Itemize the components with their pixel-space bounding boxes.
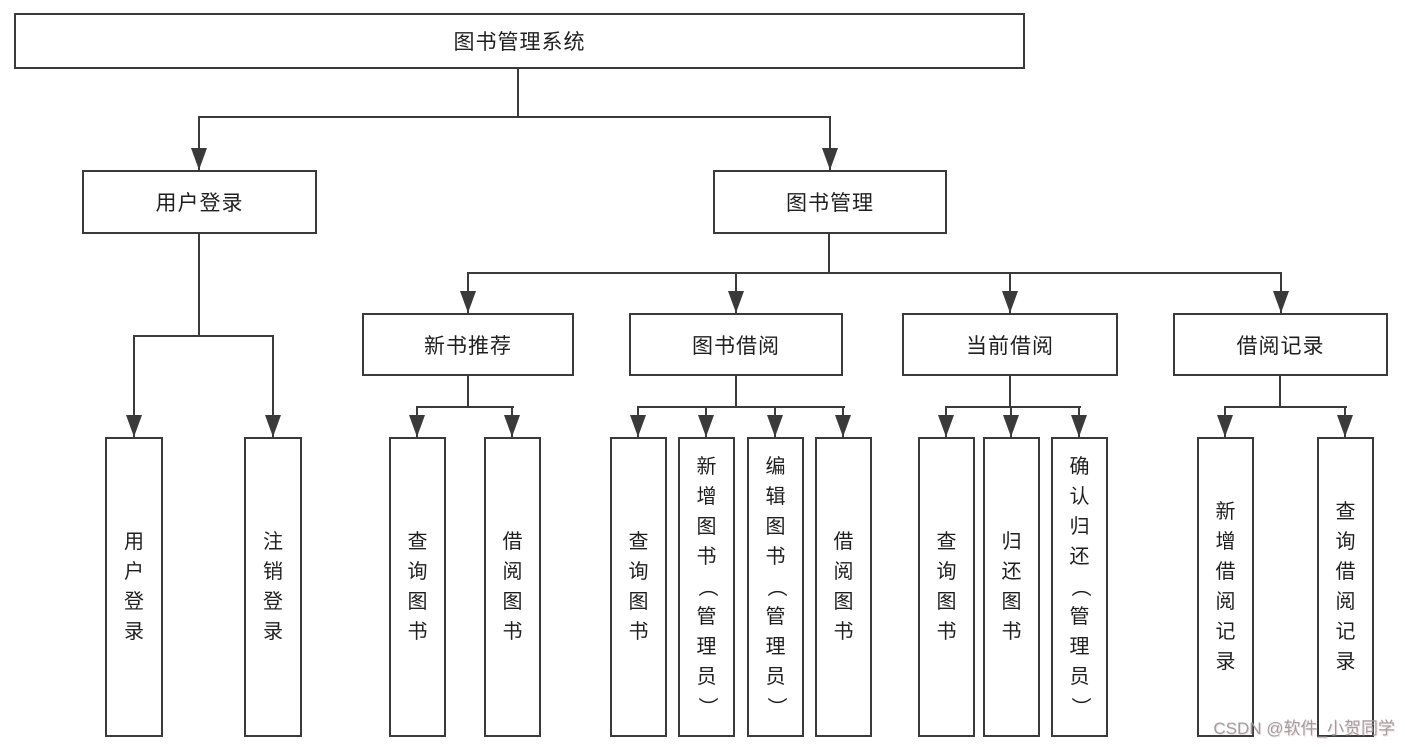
arrow-down-icon [504,415,520,437]
arrow-down-icon [767,415,783,437]
connector-line [637,406,845,408]
connector-line [1279,376,1281,408]
leaf-borrow-book-2-label: 借阅图书 [833,531,854,643]
arrow-down-icon [698,415,714,437]
leaf-borrow-book-1-label: 借阅图书 [502,531,523,643]
leaf-return-book: 归还图书 [983,437,1040,737]
node-user-login-label: 用户登录 [155,192,244,215]
connector-line [133,335,135,437]
leaf-borrow-book-2: 借阅图书 [815,437,872,737]
leaf-add-book-admin: 新增图书（管理员） [678,437,735,737]
connector-line [416,406,514,408]
leaf-borrow-book-1: 借阅图书 [484,437,541,737]
node-current-borrow: 当前借阅 [902,313,1118,376]
node-borrow-record: 借阅记录 [1173,313,1388,376]
connector-line [1009,376,1011,408]
connector-line [198,234,200,337]
arrow-down-icon [1071,415,1087,437]
node-current-borrow-label: 当前借阅 [966,334,1054,358]
arrow-down-icon [822,148,838,170]
connector-line [133,335,274,337]
node-root: 图书管理系统 [14,13,1025,69]
leaf-user-login-label: 用户登录 [124,531,144,643]
csdn-watermark: CSDN @软件_小贺同学 [1213,719,1395,738]
arrow-down-icon [1002,291,1018,313]
connector-line [828,234,830,274]
node-new-book-recommend-label: 新书推荐 [424,334,512,358]
node-user-login: 用户登录 [82,170,317,234]
node-borrow-record-label: 借阅记录 [1236,334,1325,358]
leaf-edit-book-admin-label: 编辑图书（管理员） [764,456,787,717]
node-book-borrow: 图书借阅 [629,313,843,376]
leaf-return-book-label: 归还图书 [1001,531,1022,643]
leaf-add-borrow-record-label: 新增借阅记录 [1215,501,1236,673]
connector-line [517,69,519,118]
leaf-logout: 注销登录 [244,437,302,737]
arrow-down-icon [728,291,744,313]
leaf-add-borrow-record: 新增借阅记录 [1197,437,1254,737]
leaf-query-book-1-label: 查询图书 [407,531,428,643]
connector-line [272,335,274,437]
node-book-management-label: 图书管理 [786,192,874,215]
node-book-borrow-label: 图书借阅 [692,334,780,358]
connector-line [198,116,831,118]
connector-line [829,116,831,170]
arrow-down-icon [460,291,476,313]
connector-line [198,116,200,170]
arrow-down-icon [1217,415,1233,437]
connector-line [467,272,1282,274]
arrow-down-icon [265,415,281,437]
leaf-logout-label: 注销登录 [263,531,283,643]
connector-line [945,406,1081,408]
leaf-query-borrow-record-label: 查询借阅记录 [1335,501,1356,673]
arrow-down-icon [126,415,142,437]
node-root-label: 图书管理系统 [453,31,586,54]
arrow-down-icon [938,415,954,437]
leaf-add-book-admin-label: 新增图书（管理员） [695,456,718,717]
arrow-down-icon [409,415,425,437]
node-book-management: 图书管理 [713,170,947,234]
node-new-book-recommend: 新书推荐 [362,313,574,376]
leaf-user-login: 用户登录 [105,437,163,737]
leaf-query-borrow-record: 查询借阅记录 [1317,437,1374,737]
arrow-down-icon [630,415,646,437]
arrow-down-icon [1003,415,1019,437]
leaf-confirm-return-admin-label: 确认归还（管理员） [1068,456,1091,717]
connector-line [735,376,737,408]
leaf-confirm-return-admin: 确认归还（管理员） [1051,437,1108,737]
connector-line [1224,406,1347,408]
leaf-query-book-2: 查询图书 [610,437,667,737]
arrow-down-icon [835,415,851,437]
arrow-down-icon [191,148,207,170]
arrow-down-icon [1273,291,1289,313]
leaf-query-book-1: 查询图书 [389,437,446,737]
leaf-query-book-3-label: 查询图书 [936,531,957,643]
leaf-query-book-3: 查询图书 [918,437,975,737]
connector-line [467,376,469,408]
leaf-query-book-2-label: 查询图书 [628,531,649,643]
leaf-edit-book-admin: 编辑图书（管理员） [747,437,804,737]
arrow-down-icon [1337,415,1353,437]
